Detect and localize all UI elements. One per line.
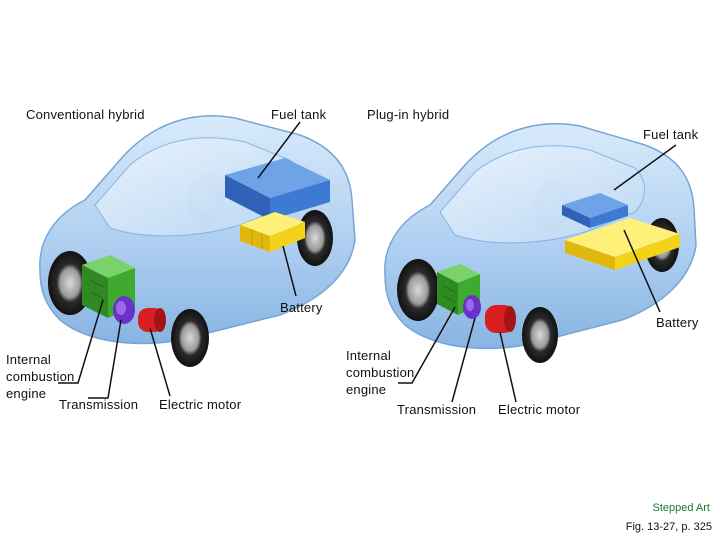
front-left-wheel (48, 251, 92, 315)
fuel-tank-block (562, 193, 628, 228)
conventional-fuel-tank-label: Fuel tank (271, 107, 327, 122)
conventional-electric-motor-label: Electric motor (159, 397, 242, 412)
plugin-electric-motor-label: Electric motor (498, 402, 581, 417)
conventional-hybrid-title: Conventional hybrid (26, 107, 145, 122)
conventional-hybrid-car (39, 115, 356, 399)
figure-reference: Fig. 13-27, p. 325 (625, 521, 712, 533)
rear-right-wheel (297, 210, 333, 266)
plugin-hybrid-title: Plug-in hybrid (367, 107, 450, 122)
leader-fuel-tank (257, 121, 301, 179)
leader-transmission (451, 317, 476, 403)
conventional-battery-label: Battery (280, 300, 323, 315)
stepped-art-note: Stepped Art (652, 502, 711, 514)
transmission-block (113, 296, 135, 324)
leader-electric-motor (499, 331, 517, 403)
electric-motor-block (138, 308, 166, 332)
leader-engine (58, 299, 104, 384)
fuel-tank-block (225, 158, 330, 220)
electric-motor-block (485, 305, 516, 333)
leader-battery (623, 229, 661, 313)
plugin-battery-label: Battery (656, 315, 699, 330)
conventional-engine-label: Internal combustion engine (6, 352, 75, 401)
leader-fuel-tank (613, 144, 677, 191)
plugin-engine-label: Internal combustion engine (346, 348, 415, 397)
leader-engine (398, 306, 456, 384)
leader-battery (282, 245, 297, 297)
front-left-wheel (397, 259, 439, 321)
leader-electric-motor (149, 327, 171, 397)
leader-transmission (88, 319, 122, 399)
front-right-wheel (171, 309, 209, 367)
plugin-hybrid-car (384, 123, 697, 403)
plugin-fuel-tank-label: Fuel tank (643, 127, 699, 142)
battery-block (565, 218, 680, 270)
transmission-block (463, 295, 481, 319)
plugin-transmission-label: Transmission (397, 402, 477, 417)
conventional-transmission-label: Transmission (59, 397, 139, 412)
front-right-wheel (522, 307, 558, 363)
battery-block (240, 212, 305, 252)
